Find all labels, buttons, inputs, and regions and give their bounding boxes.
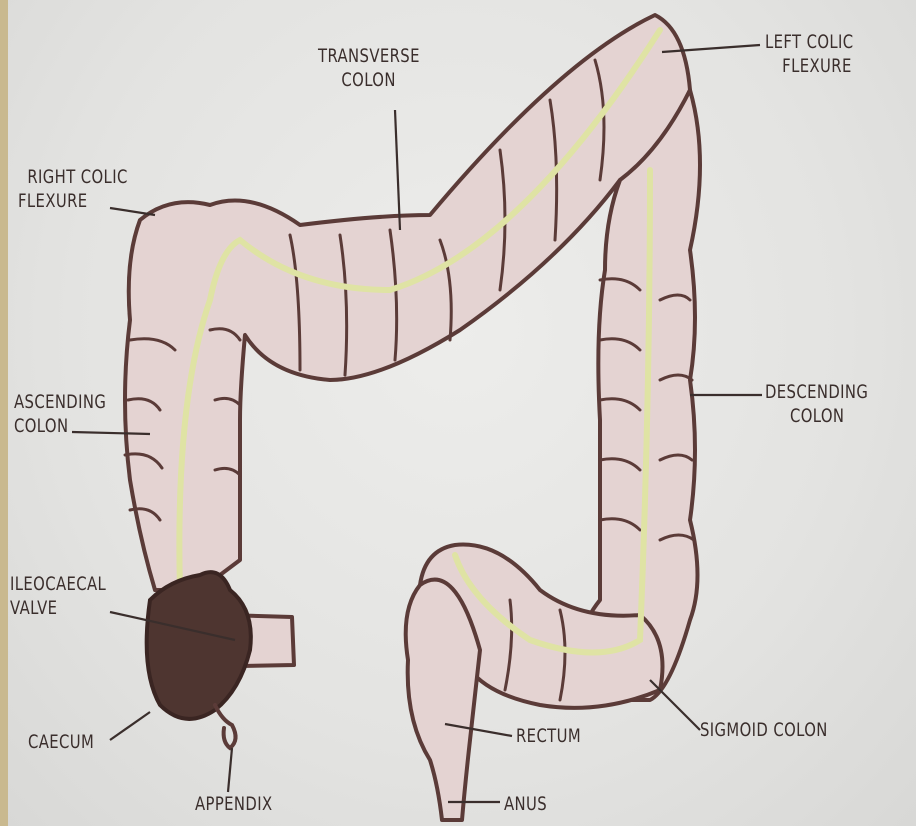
label-right-colic-flexure: RIGHT COLIC FLEXURE	[18, 165, 128, 213]
caecum-body	[147, 572, 251, 719]
leader-appendix	[228, 748, 232, 792]
label-ascending-colon: ASCENDING COLON	[14, 390, 106, 438]
label-appendix: APPENDIX	[195, 792, 273, 816]
appendix-body	[215, 705, 236, 748]
label-rectum: RECTUM	[516, 724, 581, 748]
label-sigmoid-colon: SIGMOID COLON	[700, 718, 828, 742]
label-descending-colon: DESCENDING COLON	[765, 380, 868, 428]
label-left-colic-flexure: LEFT COLIC FLEXURE	[765, 30, 854, 78]
leader-caecum	[110, 712, 150, 740]
leader-sigmoid-colon	[650, 680, 700, 730]
leader-transverse-colon	[395, 110, 400, 230]
rectum-body	[406, 580, 480, 820]
label-transverse-colon: TRANSVERSE COLON	[318, 44, 420, 92]
label-ileocaecal-valve: ILEOCAECAL VALVE	[10, 572, 106, 620]
label-anus: ANUS	[504, 792, 547, 816]
label-caecum: CAECUM	[28, 730, 94, 754]
